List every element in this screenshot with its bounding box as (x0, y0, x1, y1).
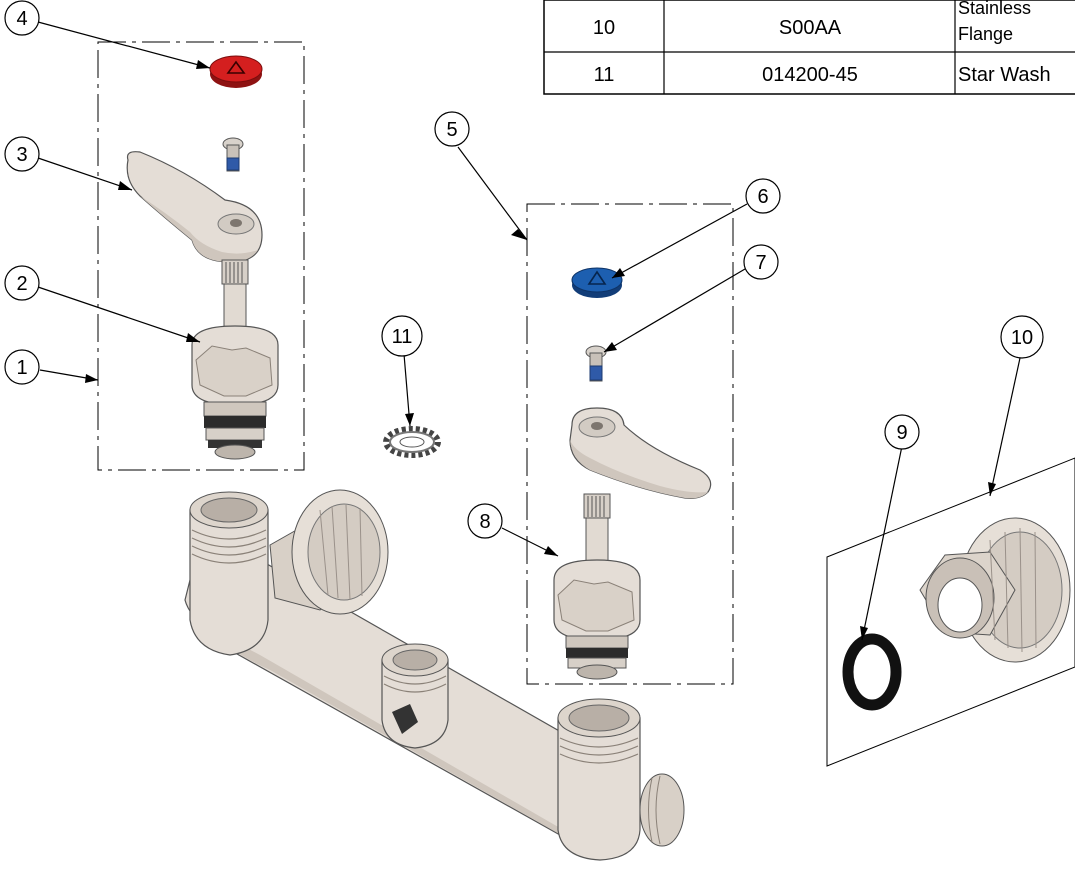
red-index-button (209, 55, 263, 88)
callout-11-label: 11 (392, 326, 413, 348)
leader-lines (37, 21, 1021, 641)
valve-cartridge-right (553, 493, 641, 680)
assembly-1-boundary (97, 41, 305, 471)
callout-5-label: 5 (446, 119, 457, 141)
callout-3-label: 3 (16, 144, 27, 166)
callout-10: 10 (1000, 315, 1044, 359)
callout-9: 9 (884, 414, 920, 450)
part-number: 014200-45 (762, 64, 858, 86)
callout-7-label: 7 (755, 252, 766, 274)
assembly-5-boundary (526, 203, 734, 685)
blue-index-button (571, 267, 623, 298)
lever-handle-right (569, 407, 712, 499)
callout-8: 8 (467, 503, 503, 539)
part-number: S00AA (779, 17, 842, 39)
callout-1: 1 (4, 349, 40, 385)
faucet-body (184, 489, 685, 861)
star-washer (383, 426, 441, 458)
item-number: 10 (593, 17, 615, 39)
parts-table: 10 S00AA Stainless Flange 11 014200-45 S… (543, 0, 1075, 95)
callout-6-label: 6 (757, 186, 768, 208)
callout-5: 5 (434, 111, 470, 147)
callout-10-label: 10 (1011, 327, 1033, 349)
callout-2: 2 (4, 265, 40, 301)
flange-nut (919, 517, 1071, 663)
callout-9-label: 9 (896, 422, 907, 444)
callout-1-label: 1 (16, 357, 27, 379)
callout-4-label: 4 (16, 8, 27, 30)
part-description: Star Wash (958, 64, 1051, 86)
part-description: Stainless (958, 0, 1031, 18)
black-washer (842, 633, 902, 711)
callout-4: 4 (4, 0, 40, 36)
callout-11: 11 (381, 315, 423, 357)
callout-6: 6 (745, 178, 781, 214)
callout-7: 7 (743, 244, 779, 280)
callout-2-label: 2 (16, 273, 27, 295)
lever-handle-left (126, 151, 263, 263)
valve-cartridge-left (191, 259, 279, 460)
callout-8-label: 8 (479, 511, 490, 533)
table-row: 10 S00AA Stainless Flange (593, 0, 1031, 44)
handle-screw-left (222, 137, 244, 172)
table-row: 11 014200-45 Star Wash (594, 64, 1051, 86)
part-description-line2: Flange (958, 24, 1013, 44)
item-number: 11 (594, 64, 615, 86)
callout-3: 3 (4, 136, 40, 172)
handle-screw-right (585, 345, 607, 382)
